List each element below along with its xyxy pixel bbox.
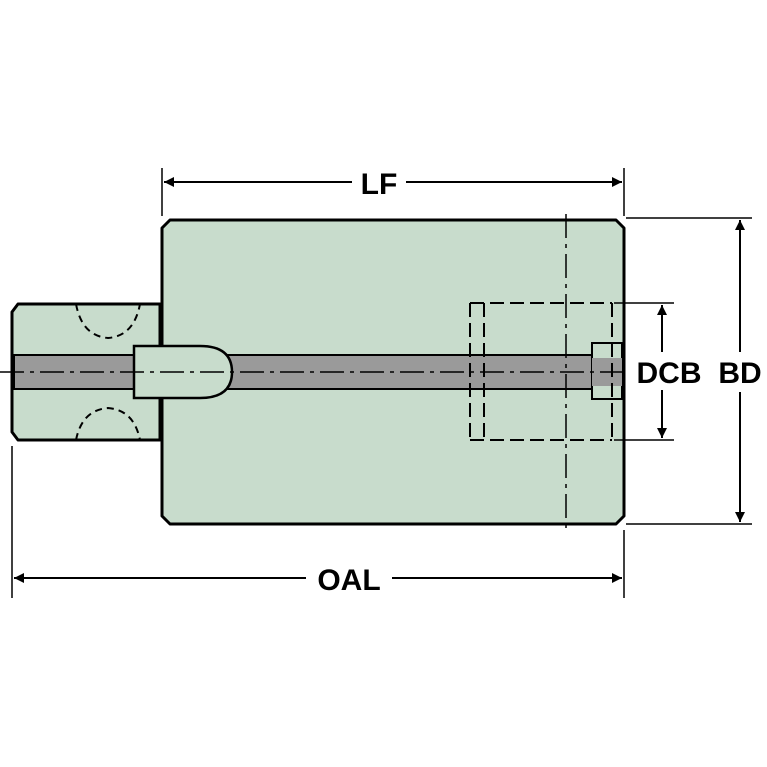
extension-lines: [11, 168, 752, 598]
centerlines: [0, 214, 630, 530]
lf-label: LF: [361, 168, 398, 201]
oal-label: OAL: [317, 564, 380, 597]
bd-label: BD: [718, 357, 761, 390]
dcb-dimension: DCB: [637, 305, 702, 438]
dcb-label: DCB: [637, 357, 702, 390]
oal-dimension: OAL: [14, 564, 622, 597]
shank-hidden-arcs: [75, 303, 141, 441]
bd-dimension: BD: [718, 220, 762, 522]
lf-dimension: LF: [164, 168, 622, 201]
